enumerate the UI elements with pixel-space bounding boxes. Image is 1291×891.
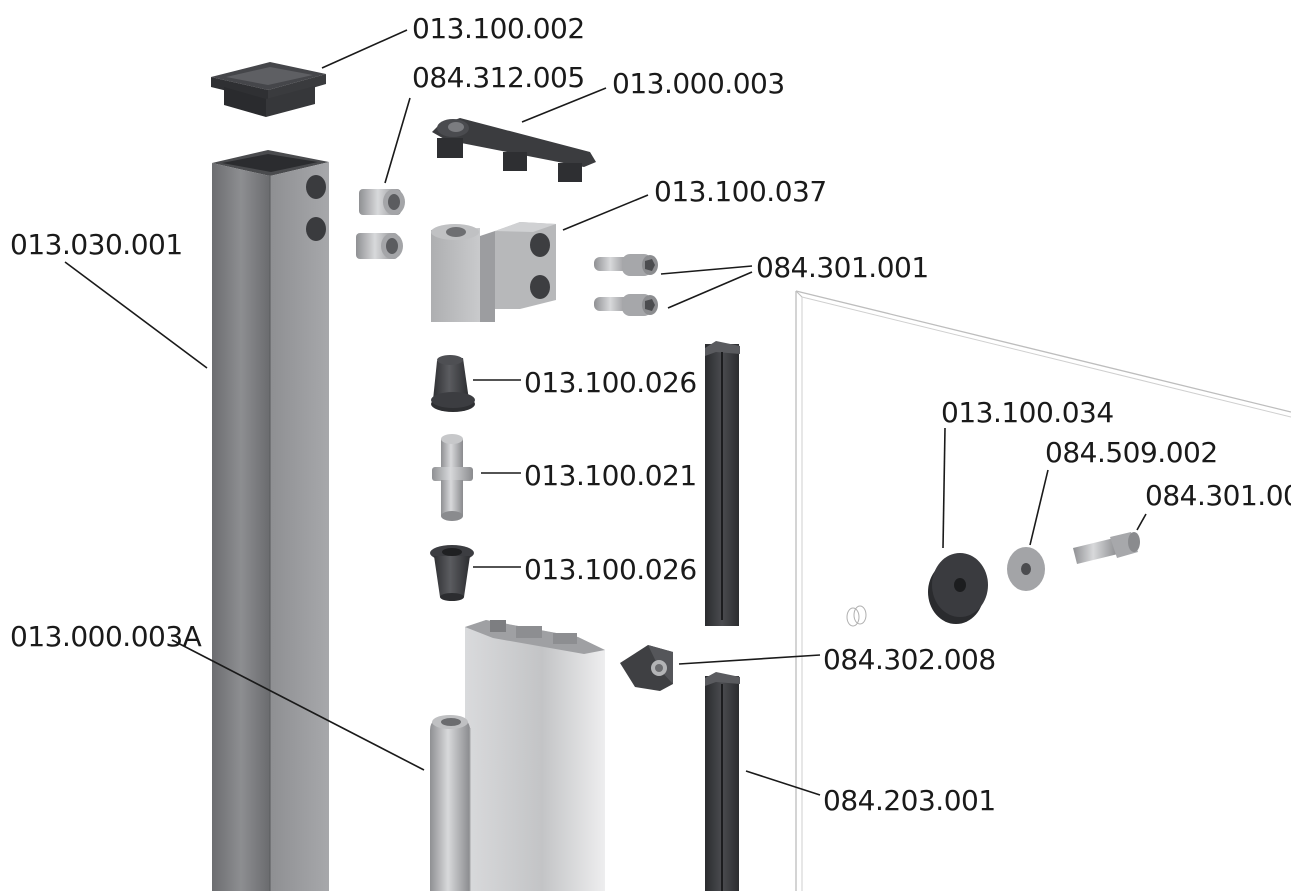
socket-bolt-upper [594, 254, 658, 276]
flanged-bushing-upper [431, 355, 475, 412]
label-washer: 084.509.002 [1045, 436, 1218, 469]
square-post [212, 150, 329, 891]
leader-lines [64, 29, 1147, 796]
glass-hole [846, 605, 867, 627]
label-pin: 013.100.021 [524, 459, 697, 492]
spacer-disc [928, 553, 988, 624]
label-cap: 013.100.002 [412, 12, 585, 45]
seal-strip-upper [705, 341, 740, 626]
label-post: 013.030.001 [10, 228, 183, 261]
slot-nut [620, 645, 673, 691]
label-hinge-block: 013.100.037 [654, 175, 827, 208]
seal-strip-lower [705, 672, 740, 891]
flanged-bushing-lower [430, 545, 474, 601]
hinge-block [431, 222, 556, 322]
hinge-pin [432, 434, 473, 521]
label-nut: 084.302.008 [823, 643, 996, 676]
label-spacer: 013.100.034 [941, 396, 1114, 429]
label-seal: 084.203.001 [823, 784, 996, 817]
door-profile [430, 620, 605, 891]
label-bolt-right: 084.301.001 [1145, 479, 1291, 512]
glass-panel [795, 290, 1291, 891]
socket-bolt-right [1073, 532, 1140, 564]
socket-bolt-lower [594, 294, 658, 316]
washer [1007, 547, 1045, 591]
label-bushing-top: 013.100.026 [524, 366, 697, 399]
post-end-cap [211, 62, 326, 117]
bushing-084-312-005 [356, 189, 405, 259]
label-profile: 013.000.003A [10, 620, 202, 653]
label-bushing-bottom: 013.100.026 [524, 553, 697, 586]
label-bushing: 084.312.005 [412, 61, 585, 94]
part-labels: 013.100.002 084.312.005 013.000.003 013.… [10, 12, 1291, 817]
label-hinge-arm: 013.000.003 [612, 67, 785, 100]
label-bolts-top: 084.301.001 [756, 251, 929, 284]
hinge-arm [432, 118, 596, 182]
